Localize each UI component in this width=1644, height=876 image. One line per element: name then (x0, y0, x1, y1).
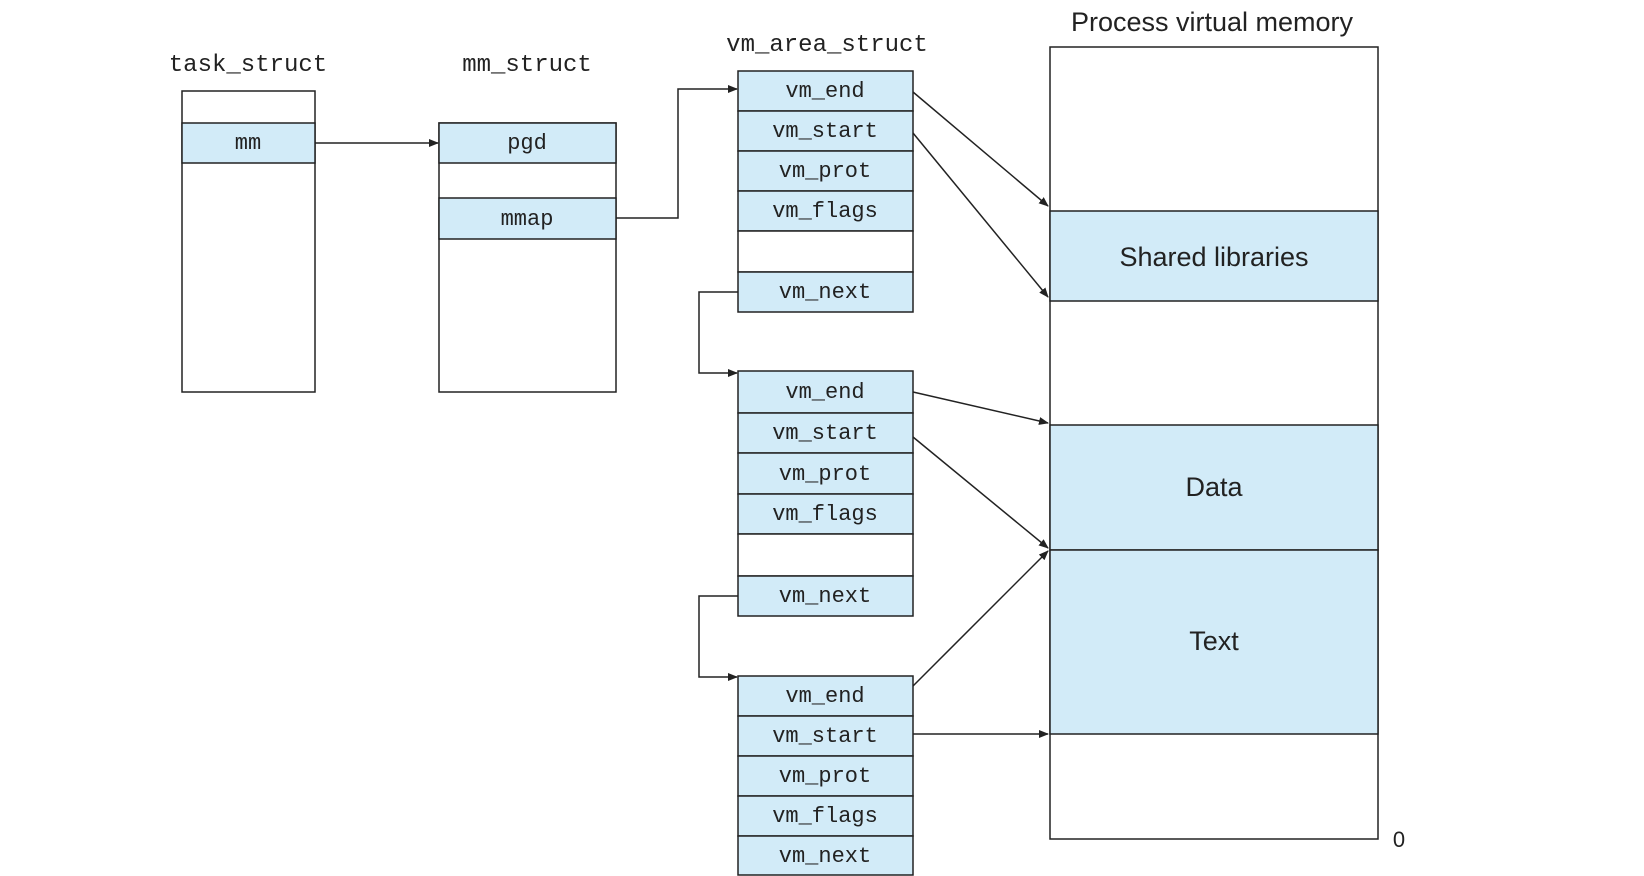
task-struct: task_struct mm (169, 52, 327, 393)
vm-area-1-field-vm-next (737, 271, 914, 313)
arrow-vm-start-1-to-shared-libraries-bottom (912, 132, 1049, 298)
vm-area-1-field-vm-prot (737, 150, 914, 192)
address-zero-label: 0 (1393, 827, 1405, 852)
region-data (1049, 424, 1379, 551)
mm-struct-mmap-field (438, 197, 617, 240)
vm-area-1-label-vm-flags: vm_flags (772, 199, 878, 224)
vm-area-2-label-vm-start: vm_start (772, 421, 878, 446)
vm-area-2-label-vm-next: vm_next (779, 584, 871, 609)
vm-area-3-field-vm-flags (737, 795, 914, 837)
vm-area-2-field-empty (737, 533, 914, 577)
region-shared-libraries (1049, 210, 1379, 302)
connectors (315, 85, 1049, 738)
vm-area-3-field-vm-end (737, 675, 914, 717)
vm-area-2-field-vm-start (737, 412, 914, 454)
mm-struct-pgd-field (438, 122, 617, 164)
vm-area-2-field-vm-next (737, 575, 914, 617)
task-struct-title: task_struct (169, 52, 327, 79)
task-struct-mm-field (181, 122, 316, 164)
mm-struct: mm_struct pgd mmap (438, 52, 617, 393)
vm-area-1-label-vm-next: vm_next (779, 280, 871, 305)
arrow-vm-start-2-to-data-bottom (912, 436, 1049, 549)
arrow-vm-end-3-to-text-top (912, 550, 1049, 687)
task-struct-mm-label: mm (235, 131, 261, 156)
vm-area-3-label-vm-end: vm_end (785, 684, 864, 709)
vm-area-3-field-vm-start (737, 715, 914, 757)
vm-area-1-label-vm-end: vm_end (785, 79, 864, 104)
region-text (1049, 549, 1379, 735)
mm-struct-pgd-label: pgd (507, 131, 547, 156)
arrow-vm-next-2-to-vm-area-3 (698, 595, 738, 681)
vm-area-1-label-vm-start: vm_start (772, 119, 878, 144)
mm-struct-title: mm_struct (462, 52, 592, 79)
arrow-vm-end-1-to-shared-libraries-top (912, 91, 1049, 207)
arrow-vm-next-1-to-vm-area-2 (698, 291, 738, 377)
vm-area-2-label-vm-flags: vm_flags (772, 502, 878, 527)
vm-area-2-label-vm-prot: vm_prot (779, 462, 871, 487)
vm-area-1-field-vm-end (737, 70, 914, 112)
region-text-label: Text (1189, 626, 1239, 656)
vm-area-3-label-vm-next: vm_next (779, 844, 871, 869)
region-data-label: Data (1185, 472, 1243, 502)
vm-area-node-3: vm_end vm_start vm_prot vm_flags vm_next (737, 675, 914, 876)
region-shared-libraries-label: Shared libraries (1119, 242, 1308, 272)
vm-area-3-label-vm-prot: vm_prot (779, 764, 871, 789)
arrow-mmap-to-vm-area-1 (616, 85, 738, 219)
process-memory-title: Process virtual memory (1071, 7, 1354, 37)
vm-area-node-1: vm_end vm_start vm_prot vm_flags vm_next (737, 70, 914, 313)
vm-area-3-field-vm-prot (737, 755, 914, 797)
vm-area-node-2: vm_end vm_start vm_prot vm_flags vm_next (737, 370, 914, 617)
vm-area-1-field-empty (737, 230, 914, 273)
vm-area-3-label-vm-start: vm_start (772, 724, 878, 749)
vm-area-2-label-vm-end: vm_end (785, 380, 864, 405)
vm-area-2-field-vm-flags (737, 493, 914, 535)
process-virtual-memory: Process virtual memory Shared libraries … (1049, 7, 1405, 852)
vm-area-1-label-vm-prot: vm_prot (779, 159, 871, 184)
vm-area-struct-title: vm_area_struct (726, 32, 928, 59)
vm-area-3-field-vm-next (737, 835, 914, 876)
arrow-vm-end-2-to-data-top (912, 391, 1049, 425)
vm-area-3-label-vm-flags: vm_flags (772, 804, 878, 829)
mm-struct-mmap-label: mmap (501, 207, 554, 232)
